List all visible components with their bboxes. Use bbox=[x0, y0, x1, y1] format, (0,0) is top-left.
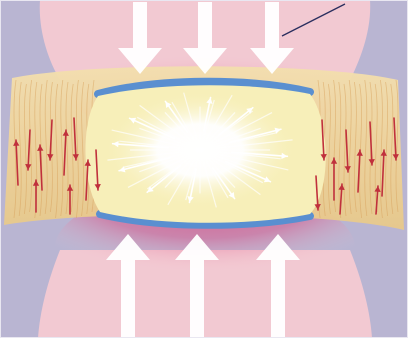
joint-illustration bbox=[0, 0, 408, 338]
joint-diagram bbox=[0, 0, 408, 338]
